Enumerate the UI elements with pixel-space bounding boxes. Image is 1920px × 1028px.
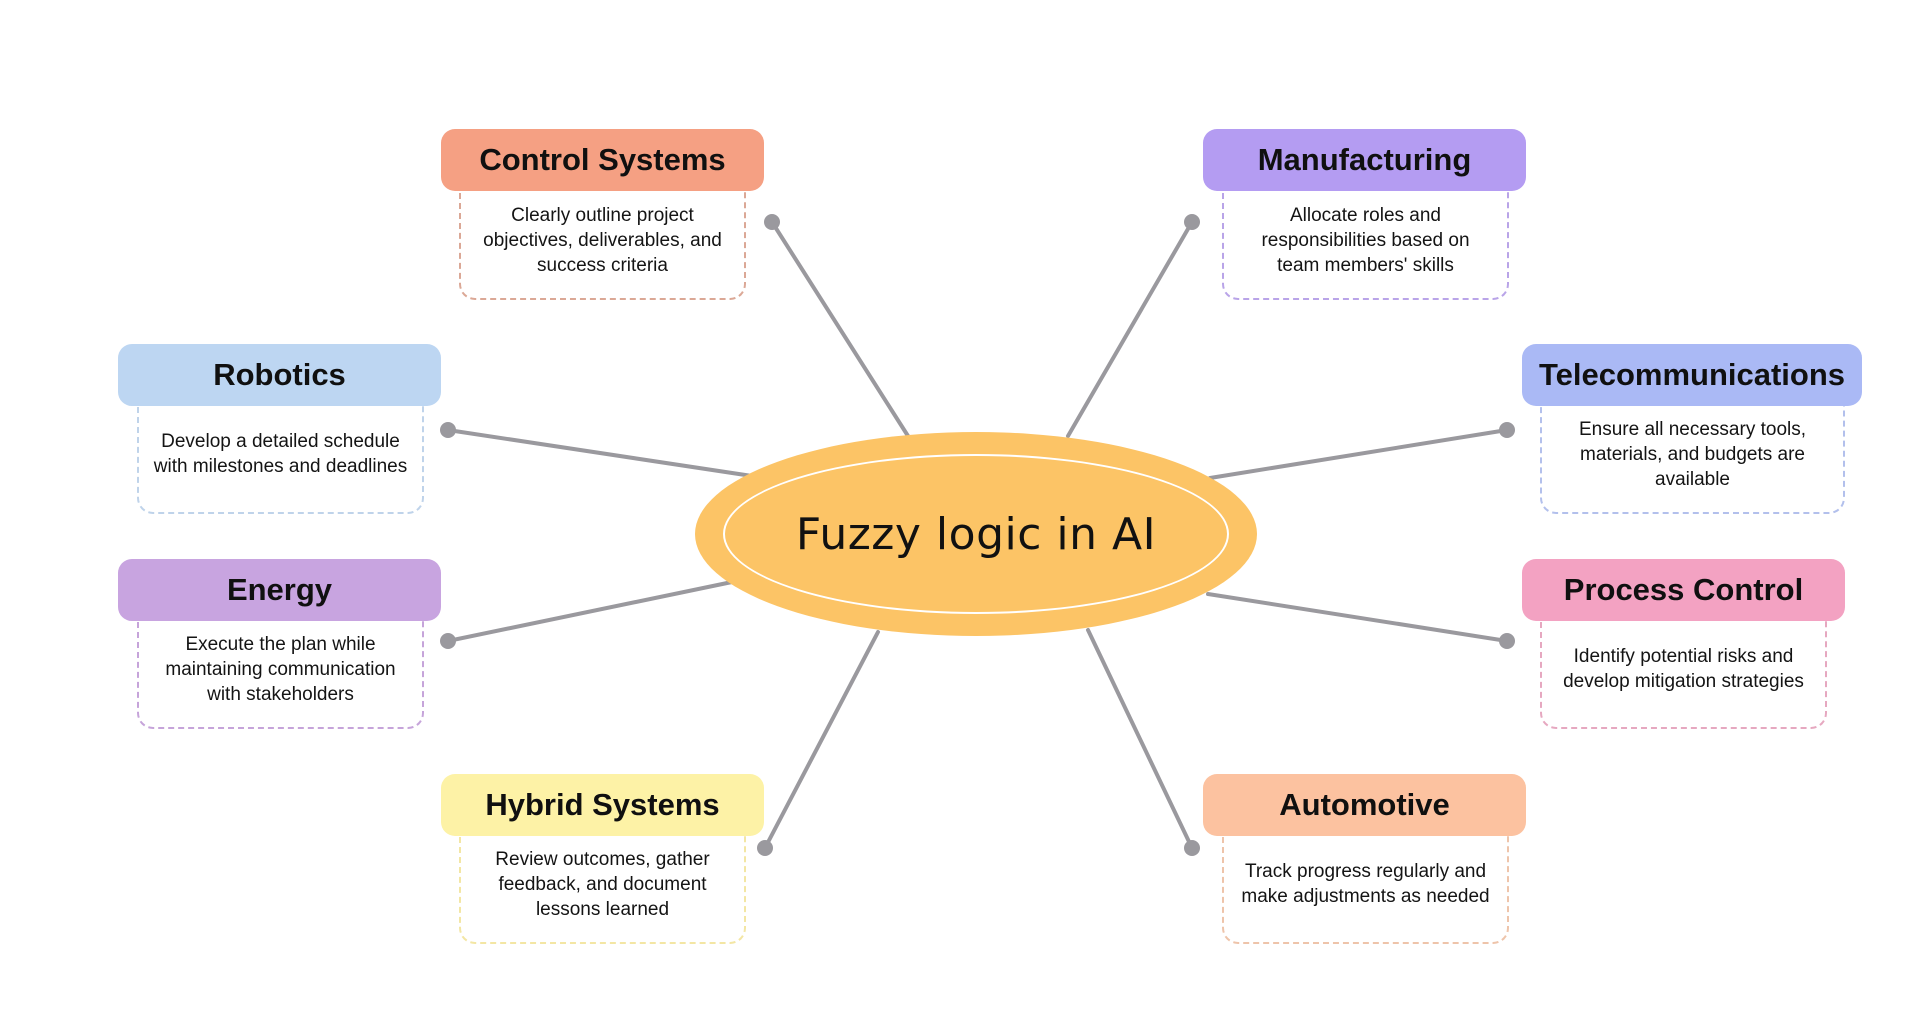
connector-line bbox=[446, 580, 734, 643]
connector-line bbox=[1208, 428, 1509, 480]
node-title: Process Control bbox=[1563, 572, 1804, 607]
node-title-header: Process Control bbox=[1522, 559, 1845, 621]
central-topic[interactable]: Fuzzy logic in AI bbox=[695, 432, 1257, 636]
connector-dot bbox=[1184, 840, 1200, 856]
connector-dot bbox=[440, 422, 456, 438]
node-title-header: Hybrid Systems bbox=[441, 774, 764, 836]
node-title: Automotive bbox=[1279, 787, 1450, 822]
node-description: Allocate roles and responsibilities base… bbox=[1261, 204, 1470, 276]
connector-dot bbox=[764, 214, 780, 230]
connector-dot bbox=[1499, 633, 1515, 649]
node-description-box: Clearly outline project objectives, deli… bbox=[459, 188, 746, 300]
connector-line bbox=[1086, 628, 1194, 850]
central-topic-title: Fuzzy logic in AI bbox=[795, 508, 1157, 560]
node-title: Robotics bbox=[213, 357, 346, 392]
connector-line bbox=[446, 428, 754, 478]
connector-line bbox=[1066, 220, 1194, 438]
node-description-box: Ensure all necessary tools, materials, a… bbox=[1540, 402, 1845, 514]
node-description-box: Execute the plan while maintaining commu… bbox=[137, 617, 424, 729]
node-title-header: Robotics bbox=[118, 344, 441, 406]
node-title: Control Systems bbox=[479, 142, 726, 177]
connector-dot bbox=[440, 633, 456, 649]
connector-line bbox=[763, 630, 880, 850]
central-topic-inner-ring bbox=[723, 454, 1229, 614]
connector-dot bbox=[1499, 422, 1515, 438]
connector-line bbox=[770, 220, 910, 438]
node-description: Ensure all necessary tools, materials, a… bbox=[1578, 418, 1807, 490]
node-title-header: Control Systems bbox=[441, 129, 764, 191]
node-description: Execute the plan while maintaining commu… bbox=[165, 633, 396, 705]
node-description: Review outcomes, gather feedback, and do… bbox=[495, 848, 710, 920]
node-description-box: Allocate roles and responsibilities base… bbox=[1222, 188, 1509, 300]
connector-line bbox=[1206, 592, 1509, 643]
node-title: Energy bbox=[226, 572, 333, 607]
node-title-header: Manufacturing bbox=[1203, 129, 1526, 191]
node-title-header: Telecommunications bbox=[1522, 344, 1862, 406]
connector-dot bbox=[757, 840, 773, 856]
node-title-header: Energy bbox=[118, 559, 441, 621]
node-title: Manufacturing bbox=[1257, 142, 1472, 177]
node-description: Develop a detailed schedule with milesto… bbox=[153, 431, 408, 477]
node-description: Clearly outline project objectives, deli… bbox=[483, 204, 722, 276]
node-title: Hybrid Systems bbox=[485, 787, 720, 822]
node-description-box: Identify potential risks and develop mit… bbox=[1540, 617, 1827, 729]
node-description-box: Track progress regularly and make adjust… bbox=[1222, 832, 1509, 944]
connector-dot bbox=[1184, 214, 1200, 230]
node-description: Identify potential risks and develop mit… bbox=[1563, 646, 1804, 692]
node-description-box: Review outcomes, gather feedback, and do… bbox=[459, 832, 746, 944]
node-title-header: Automotive bbox=[1203, 774, 1526, 836]
node-description-box: Develop a detailed schedule with milesto… bbox=[137, 402, 424, 514]
node-title: Telecommunications bbox=[1538, 357, 1846, 392]
node-description: Track progress regularly and make adjust… bbox=[1241, 861, 1490, 907]
